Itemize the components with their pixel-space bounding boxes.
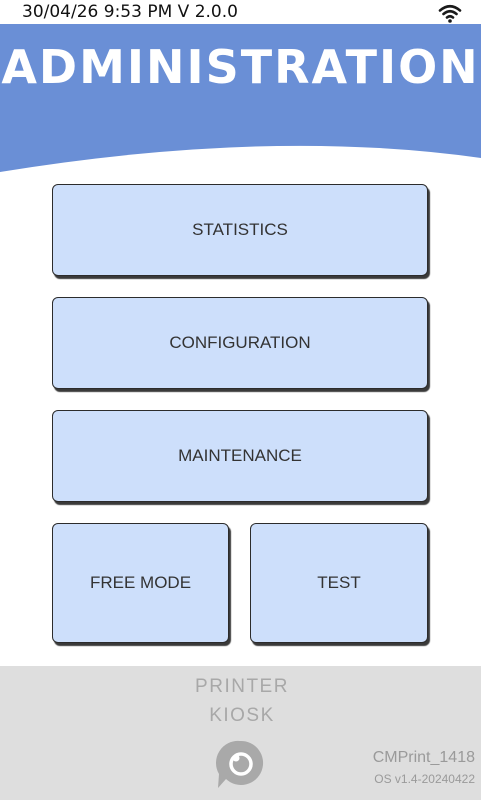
configuration-button[interactable]: CONFIGURATION [52, 297, 428, 389]
wifi-icon [438, 4, 462, 23]
free-mode-button[interactable]: FREE MODE [52, 523, 229, 643]
page-title: ADMINISTRATION [1, 40, 480, 94]
header-banner [0, 24, 481, 172]
device-name: CMPrint_1418 [372, 749, 475, 766]
status-bar: 30/04/26 9:53 PM V 2.0.0 [0, 0, 481, 24]
maintenance-button[interactable]: MAINTENANCE [52, 410, 428, 502]
os-version: OS v1.4-20240422 [374, 772, 475, 786]
brand-name-line2: KIOSK [209, 705, 275, 726]
statistics-button[interactable]: STATISTICS [52, 184, 428, 276]
status-text: 30/04/26 9:53 PM V 2.0.0 [22, 2, 238, 22]
printer-kiosk-logo-icon [215, 740, 264, 788]
test-button[interactable]: TEST [250, 523, 428, 643]
brand-name-line1: PRINTER [195, 676, 289, 697]
